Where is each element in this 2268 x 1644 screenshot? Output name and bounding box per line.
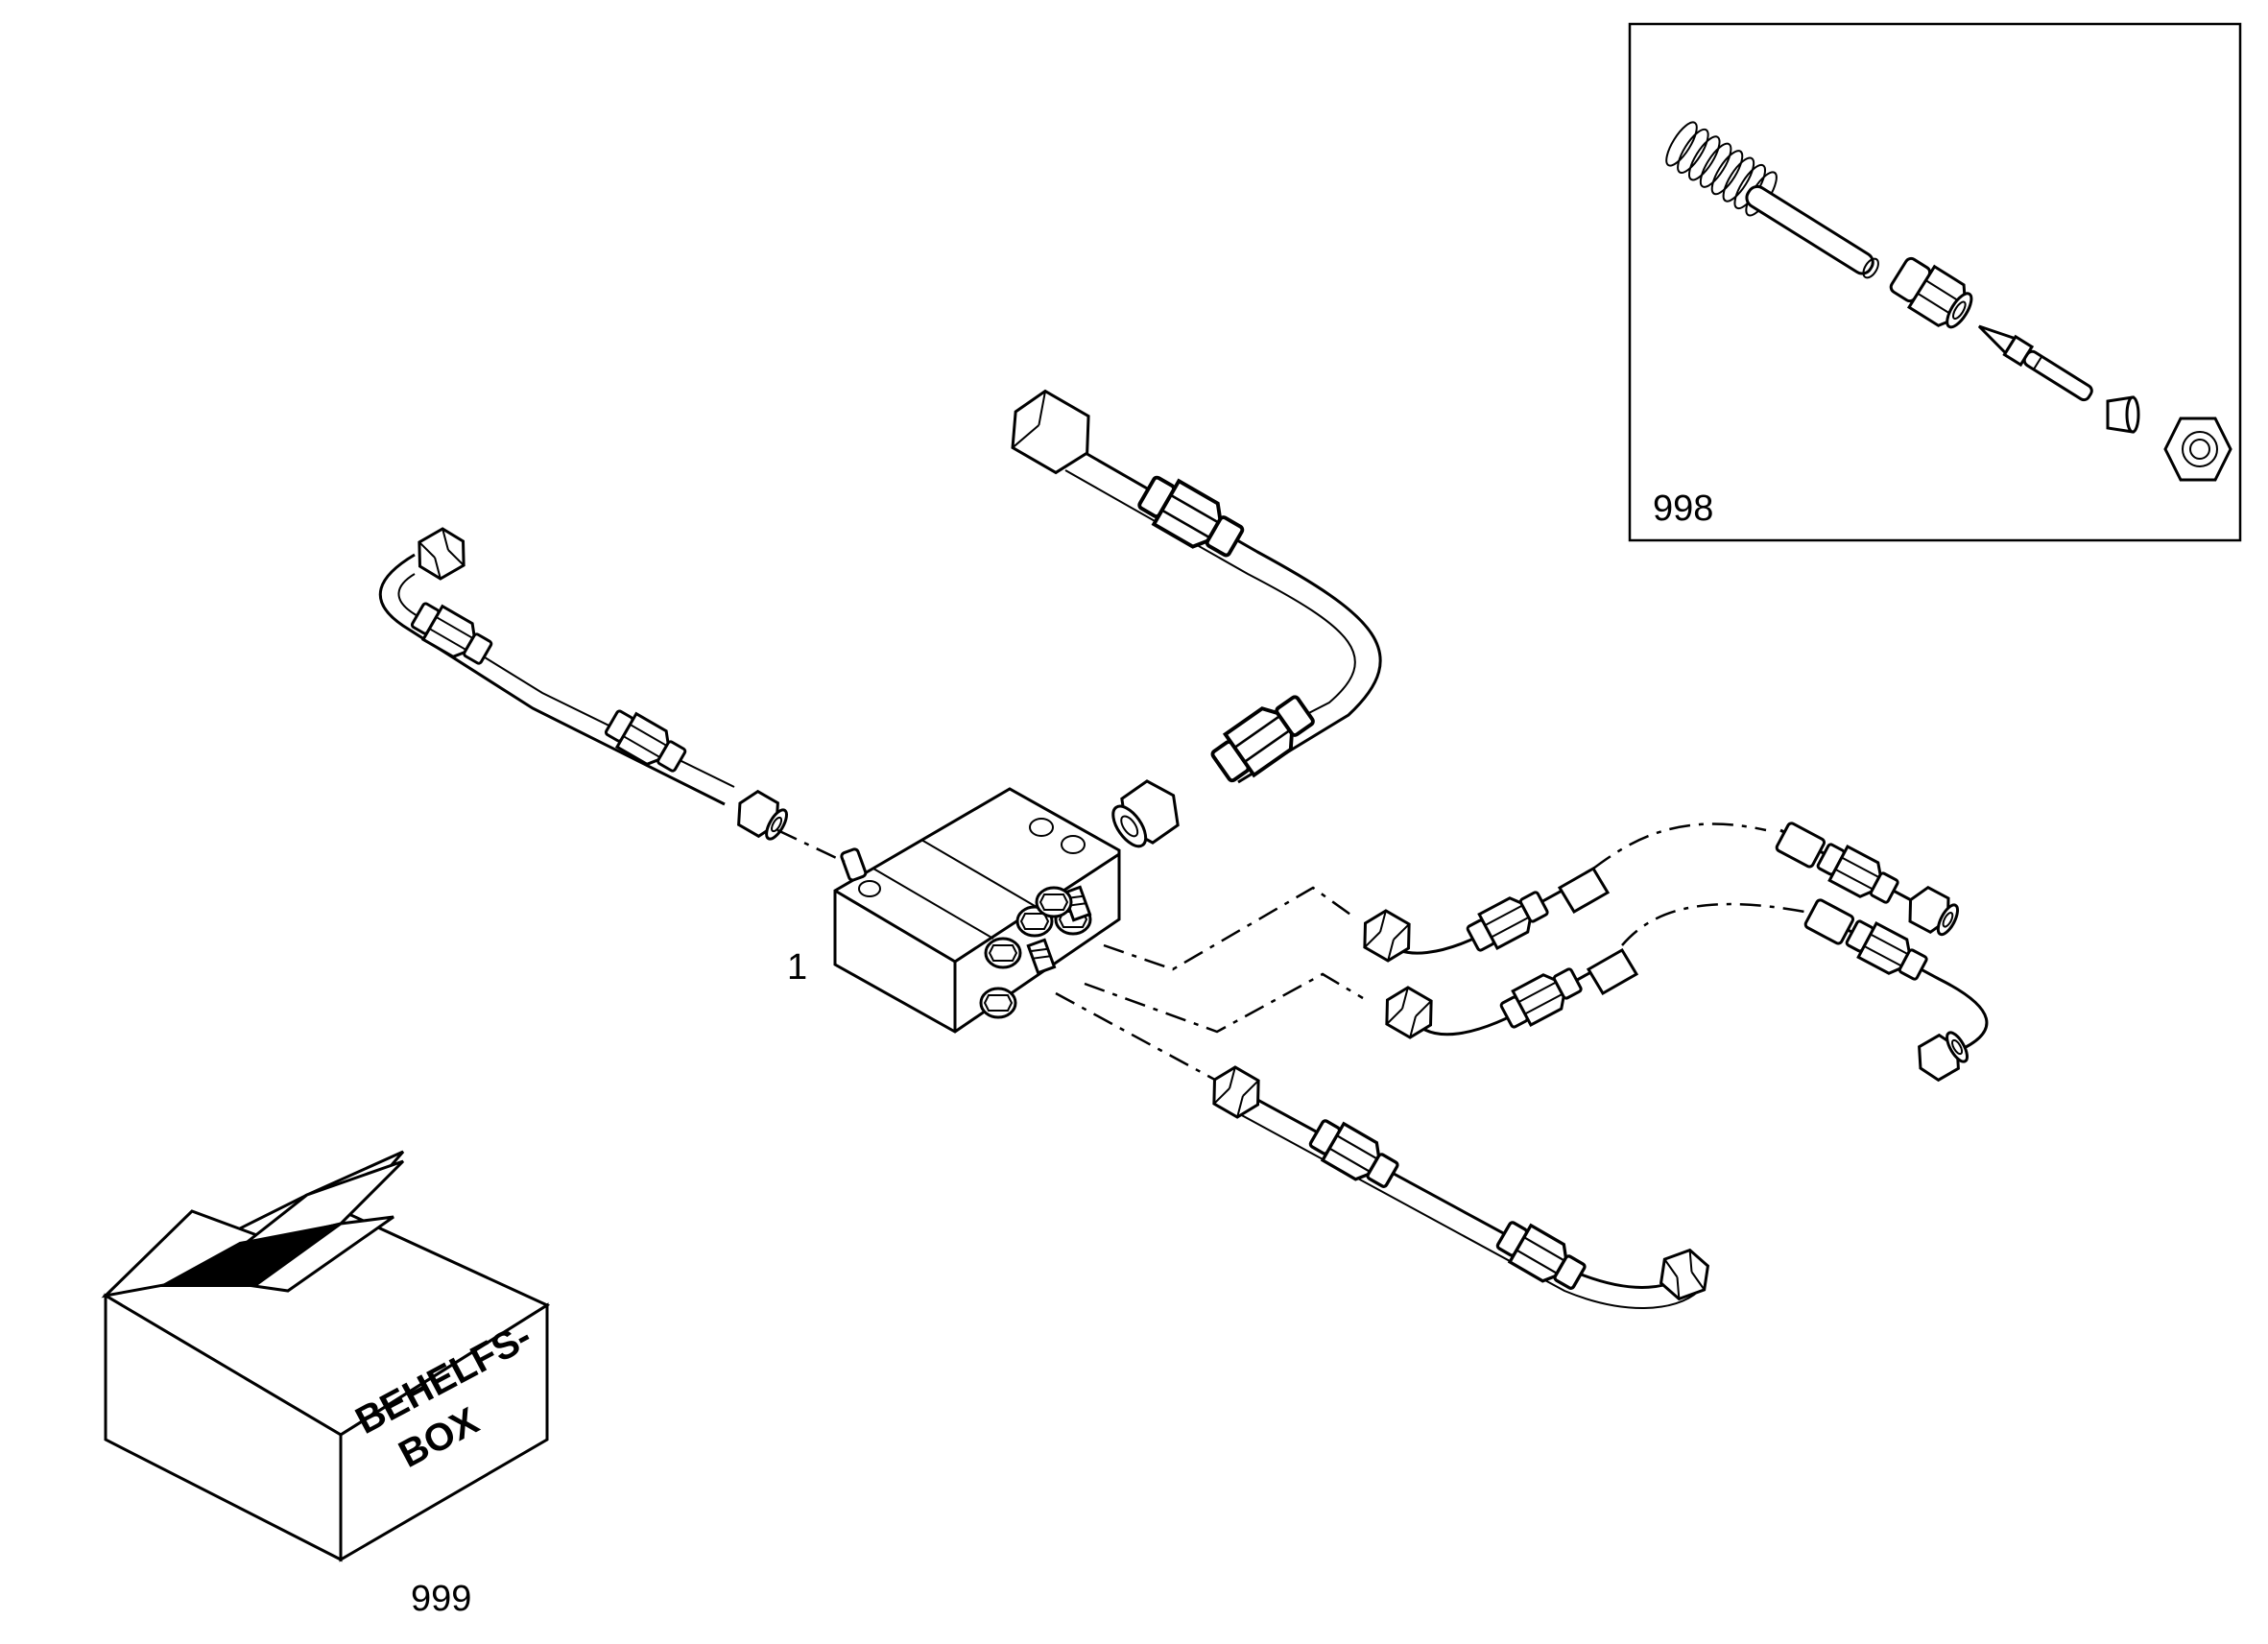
- hydraulic-line-right-b: [1374, 898, 1989, 1086]
- hydraulic-line-upper-left: [378, 521, 794, 846]
- inset-998-panel: 998: [1628, 22, 2242, 542]
- hydraulic-line-right-a: [1352, 822, 1965, 968]
- label-999: 999: [411, 1579, 471, 1619]
- nozzle-icon: [1977, 324, 2093, 402]
- pin-icon: [1745, 184, 1879, 279]
- ferrule-icon: [2106, 395, 2140, 434]
- cardboard-box-999: BEHELFS- BOX: [101, 1150, 551, 1562]
- dashed-connectors: [776, 822, 1805, 1086]
- label-part-1: 1: [787, 947, 807, 988]
- sleeve-icon: [1889, 256, 1973, 329]
- hex-nut-icon: [2163, 417, 2232, 482]
- manifold-block-part-1: [833, 787, 1121, 1034]
- hydraulic-line-upper-center: [1011, 389, 1382, 848]
- hydraulic-line-lower: [1202, 1060, 1717, 1309]
- label-998: 998: [1653, 488, 1713, 529]
